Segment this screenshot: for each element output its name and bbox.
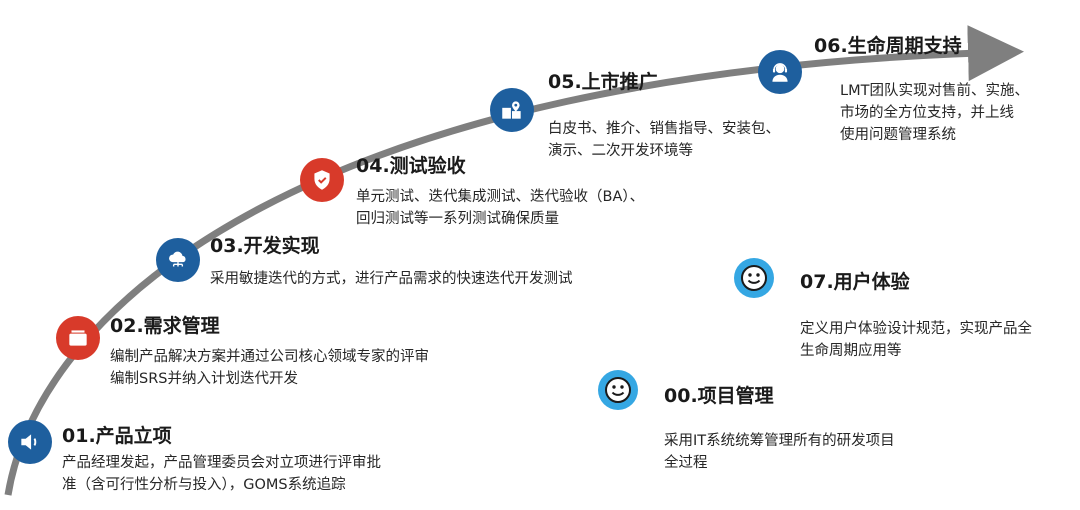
- stage-01-title: 01.产品立项: [62, 425, 172, 447]
- extra-00-title: 00.项目管理: [664, 385, 774, 407]
- stage-05-description: 白皮书、推介、销售指导、安装包、 演示、二次开发环境等: [548, 118, 780, 162]
- support-agent-icon: [758, 50, 802, 94]
- stage-02-description: 编制产品解决方案并通过公司核心领域专家的评审 编制SRS并纳入计划迭代开发: [110, 346, 429, 390]
- speaker-icon: [8, 420, 52, 464]
- folder-icon: [56, 316, 100, 360]
- smiley-icon: [734, 258, 774, 298]
- stage-05-title: 05.上市推广: [548, 71, 658, 93]
- cloud-network-icon: [156, 238, 200, 282]
- extra-00-line-1: 采用IT系统统筹管理所有的研发项目: [664, 433, 895, 449]
- smiley-icon: [598, 370, 638, 410]
- stage-01-line-2: 准（含可行性分析与投入），GOMS系统追踪: [62, 477, 346, 493]
- map-pin-icon: [490, 88, 534, 132]
- stage-04-description: 单元测试、迭代集成测试、迭代验收（BA）、 回归测试等一系列测试确保质量: [356, 186, 644, 230]
- stage-04-title: 04.测试验收: [356, 155, 466, 177]
- stage-02-title: 02.需求管理: [110, 315, 220, 337]
- stage-03-line-1: 采用敏捷迭代的方式，进行产品需求的快速迭代开发测试: [210, 271, 573, 287]
- extra-00-line-2: 全过程: [664, 455, 708, 471]
- stage-06-description: LMT团队实现对售前、实施、 市场的全方位支持，并上线 使用问题管理系统: [840, 80, 1029, 146]
- stage-04-line-1: 单元测试、迭代集成测试、迭代验收（BA）、: [356, 189, 645, 205]
- extra-07-line-2: 生命周期应用等: [800, 343, 902, 359]
- stage-06-line-3: 使用问题管理系统: [840, 127, 956, 143]
- stage-05-line-2: 演示、二次开发环境等: [548, 143, 693, 159]
- extra-07-description: 定义用户体验设计规范，实现产品全 生命周期应用等: [800, 318, 1032, 362]
- extra-00-description: 采用IT系统统筹管理所有的研发项目 全过程: [664, 430, 895, 474]
- stage-06-line-1: LMT团队实现对售前、实施、: [840, 83, 1029, 99]
- extra-07-line-1: 定义用户体验设计规范，实现产品全: [800, 321, 1032, 337]
- stage-05-line-1: 白皮书、推介、销售指导、安装包、: [548, 121, 780, 137]
- stage-04-line-2: 回归测试等一系列测试确保质量: [356, 211, 559, 227]
- extra-07-title: 07.用户体验: [800, 271, 910, 293]
- shield-check-icon: [300, 158, 344, 202]
- timeline-curve: [4, 25, 1024, 496]
- stage-06-title: 06.生命周期支持: [814, 35, 962, 57]
- stage-02-line-2: 编制SRS并纳入计划迭代开发: [110, 371, 298, 387]
- stage-02-line-1: 编制产品解决方案并通过公司核心领域专家的评审: [110, 349, 429, 365]
- stage-01-description: 产品经理发起，产品管理委员会对立项进行评审批 准（含可行性分析与投入），GOMS…: [62, 452, 381, 496]
- stage-03-title: 03.开发实现: [210, 235, 320, 257]
- stage-03-description: 采用敏捷迭代的方式，进行产品需求的快速迭代开发测试: [210, 268, 573, 290]
- stage-01-line-1: 产品经理发起，产品管理委员会对立项进行评审批: [62, 455, 381, 471]
- stage-06-line-2: 市场的全方位支持，并上线: [840, 105, 1014, 121]
